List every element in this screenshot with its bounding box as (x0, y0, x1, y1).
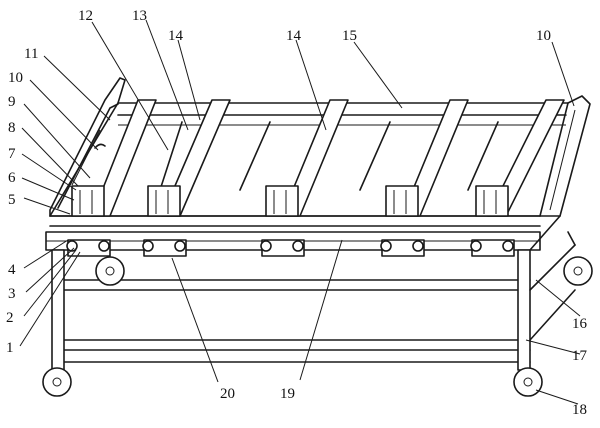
clamp-1 (67, 186, 110, 256)
label-19: 19 (280, 386, 295, 402)
label-10-right: 10 (536, 28, 551, 44)
clamp-2 (143, 186, 186, 256)
label-20: 20 (220, 386, 235, 402)
clamp-5 (471, 186, 514, 256)
wheel-rear-left (96, 257, 124, 285)
label-8: 8 (8, 120, 16, 136)
wheel-rear-right (564, 257, 592, 285)
label-17: 17 (572, 348, 588, 364)
label-10-left: 10 (8, 70, 23, 86)
label-14-right: 14 (286, 28, 302, 44)
label-5: 5 (8, 192, 16, 208)
label-9: 9 (8, 94, 16, 110)
label-12: 12 (78, 8, 93, 24)
label-7: 7 (8, 146, 16, 162)
label-18: 18 (572, 402, 587, 418)
label-15: 15 (342, 28, 357, 44)
wheel-front-left (43, 368, 71, 396)
wheel-front-right (514, 368, 542, 396)
label-14-left: 14 (168, 28, 184, 44)
label-16: 16 (572, 316, 588, 332)
clamp-4 (381, 186, 424, 256)
label-13: 13 (132, 8, 147, 24)
label-6: 6 (8, 170, 16, 186)
label-11: 11 (24, 46, 38, 62)
label-2: 2 (6, 310, 14, 326)
label-1: 1 (6, 340, 14, 356)
clamp-3 (261, 186, 304, 256)
label-4: 4 (8, 262, 16, 278)
label-3: 3 (8, 286, 16, 302)
